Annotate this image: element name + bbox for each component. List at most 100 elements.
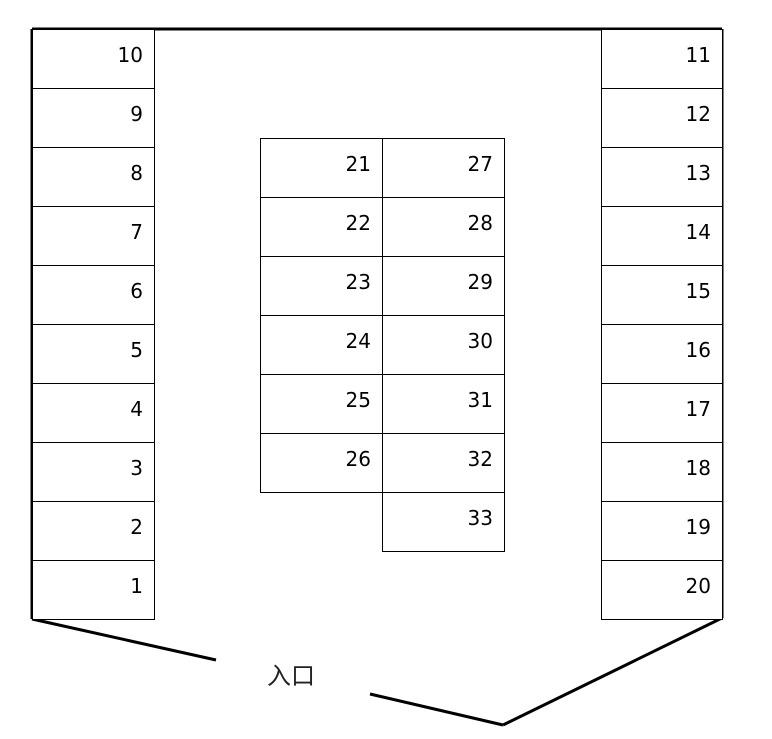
parking-space: 33 xyxy=(382,492,505,552)
parking-space: 22 xyxy=(260,197,383,257)
parking-space: 23 xyxy=(260,256,383,316)
center-left-column: 21 22 23 24 25 26 xyxy=(260,138,383,493)
parking-space-box xyxy=(260,315,383,375)
parking-space: 24 xyxy=(260,315,383,375)
parking-space-number: 6 xyxy=(130,279,143,303)
parking-space: 14 xyxy=(601,206,723,266)
parking-space-box xyxy=(382,374,505,434)
parking-space: 12 xyxy=(601,88,723,148)
parking-space-box xyxy=(382,315,505,375)
parking-space-box xyxy=(601,206,723,266)
parking-space: 26 xyxy=(260,433,383,493)
parking-space: 16 xyxy=(601,324,723,384)
parking-space-number: 4 xyxy=(130,397,143,421)
parking-space-box xyxy=(601,383,723,443)
parking-space-number: 12 xyxy=(686,102,711,126)
entrance-label: 入口 xyxy=(267,662,315,690)
parking-space: 8 xyxy=(32,147,155,207)
parking-space-number: 18 xyxy=(686,456,711,480)
parking-space-box xyxy=(260,433,383,493)
parking-space-number: 17 xyxy=(686,397,711,421)
right-column: 11 12 13 14 15 16 17 18 19 20 xyxy=(601,29,723,620)
parking-space: 6 xyxy=(32,265,155,325)
parking-space: 1 xyxy=(32,560,155,620)
parking-space-box xyxy=(260,256,383,316)
parking-space-box xyxy=(601,88,723,148)
parking-space-box xyxy=(32,88,155,148)
parking-space: 15 xyxy=(601,265,723,325)
parking-space-number: 14 xyxy=(686,220,711,244)
parking-space-box xyxy=(601,442,723,502)
parking-space-number: 26 xyxy=(346,447,371,471)
parking-space-number: 25 xyxy=(346,388,371,412)
parking-space-box xyxy=(32,383,155,443)
parking-space-number: 33 xyxy=(468,506,493,530)
parking-space-box xyxy=(601,265,723,325)
parking-space: 7 xyxy=(32,206,155,266)
parking-space: 17 xyxy=(601,383,723,443)
parking-space-number: 1 xyxy=(130,574,143,598)
parking-space-number: 23 xyxy=(346,270,371,294)
parking-space: 29 xyxy=(382,256,505,316)
parking-space-number: 8 xyxy=(130,161,143,185)
parking-space-box xyxy=(382,433,505,493)
parking-space-number: 15 xyxy=(686,279,711,303)
parking-space: 18 xyxy=(601,442,723,502)
parking-space: 27 xyxy=(382,138,505,198)
parking-space-number: 29 xyxy=(468,270,493,294)
parking-space-number: 24 xyxy=(346,329,371,353)
bottom-right-diagonal-line xyxy=(502,616,723,727)
parking-space: 25 xyxy=(260,374,383,434)
parking-space-box xyxy=(601,560,723,620)
parking-space-box xyxy=(601,501,723,561)
parking-space-number: 32 xyxy=(468,447,493,471)
parking-space: 13 xyxy=(601,147,723,207)
bottom-right-boundary-line xyxy=(369,692,504,727)
parking-space-number: 27 xyxy=(468,152,493,176)
parking-space-box xyxy=(32,29,155,89)
parking-space-number: 19 xyxy=(686,515,711,539)
parking-space-box xyxy=(382,197,505,257)
parking-space-number: 31 xyxy=(468,388,493,412)
parking-space-box xyxy=(382,492,505,552)
parking-space-number: 10 xyxy=(118,43,143,67)
parking-space-number: 21 xyxy=(346,152,371,176)
parking-space: 5 xyxy=(32,324,155,384)
parking-space: 20 xyxy=(601,560,723,620)
parking-space-number: 2 xyxy=(130,515,143,539)
center-right-column: 27 28 29 30 31 32 33 xyxy=(382,138,505,552)
parking-space: 11 xyxy=(601,29,723,89)
parking-space-number: 3 xyxy=(130,456,143,480)
parking-space-number: 13 xyxy=(686,161,711,185)
parking-space: 31 xyxy=(382,374,505,434)
parking-space-number: 11 xyxy=(686,43,711,67)
parking-space-box xyxy=(601,147,723,207)
parking-space: 10 xyxy=(32,29,155,89)
parking-space: 30 xyxy=(382,315,505,375)
parking-space-number: 30 xyxy=(468,329,493,353)
parking-space-number: 16 xyxy=(686,338,711,362)
parking-space-number: 7 xyxy=(130,220,143,244)
parking-space: 32 xyxy=(382,433,505,493)
parking-space: 19 xyxy=(601,501,723,561)
parking-space: 3 xyxy=(32,442,155,502)
parking-space-box xyxy=(601,324,723,384)
parking-space-number: 28 xyxy=(468,211,493,235)
parking-space-box xyxy=(601,29,723,89)
parking-space: 28 xyxy=(382,197,505,257)
parking-space-number: 20 xyxy=(686,574,711,598)
parking-space-box xyxy=(260,374,383,434)
left-column: 10 9 8 7 6 5 4 3 2 1 xyxy=(32,29,155,620)
parking-space: 2 xyxy=(32,501,155,561)
bottom-left-boundary-line xyxy=(31,617,217,662)
parking-space-box xyxy=(32,560,155,620)
parking-space-box xyxy=(382,256,505,316)
parking-space-box xyxy=(382,138,505,198)
parking-space-box xyxy=(32,501,155,561)
parking-space-box xyxy=(32,147,155,207)
parking-space-number: 22 xyxy=(346,211,371,235)
parking-space-box xyxy=(32,442,155,502)
parking-space-number: 9 xyxy=(130,102,143,126)
parking-space-number: 5 xyxy=(130,338,143,362)
